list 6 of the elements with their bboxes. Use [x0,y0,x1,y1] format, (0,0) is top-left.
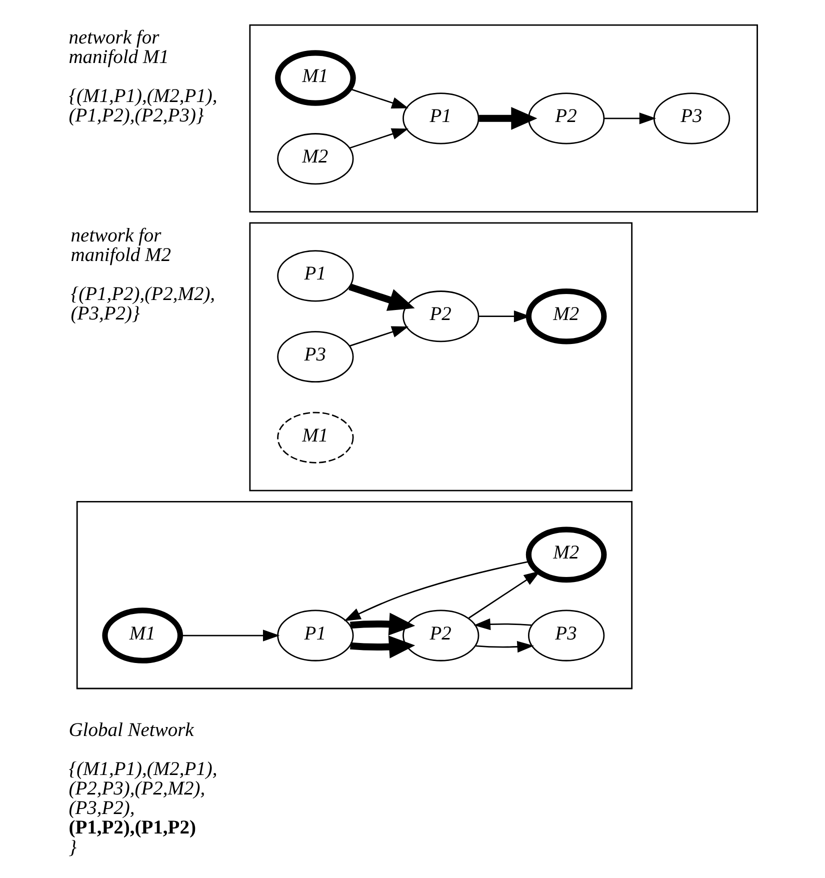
node-label: network for manifold M2 [70,225,171,266]
node-label: network for manifold M1 [68,27,168,68]
node-label: {(P1,P2),(P2,M2), (P3,P2)} [70,284,215,324]
node-label: {(M1,P1),(M2,P1), (P2,P3),(P2,M2), (P3,P2), (P1,P2),(P1,P2) } [68,759,217,858]
node-label: {(M1,P1),(M2,P1), (P1,P2),(P2,P3)} [68,86,217,126]
node-label: Global Network [68,720,194,742]
